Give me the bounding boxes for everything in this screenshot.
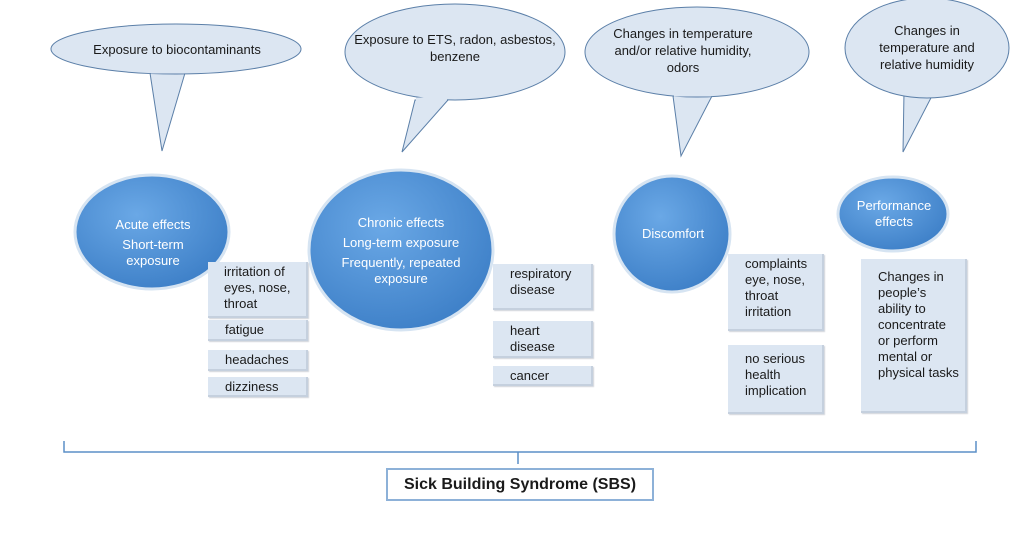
effect-chronic-title: Chronic effects <box>357 215 445 230</box>
trigger-bubble-4 <box>844 0 1010 153</box>
effect-acute-title: Acute effects <box>115 217 191 232</box>
trigger-bubble-1 <box>50 23 302 152</box>
symptom-box-discomfort-1: complaints eye, nose, throat irritation <box>728 254 824 331</box>
symptom-box-chronic-1: respiratory disease <box>493 264 593 310</box>
effect-chronic-sub2: Frequently, repeated exposure <box>341 255 461 286</box>
symptom-box-chronic-3: cancer <box>493 366 593 386</box>
trigger-bubble-3 <box>584 6 810 158</box>
effect-circle-chronic <box>307 168 495 332</box>
effect-circle-discomfort <box>612 174 732 294</box>
effect-circle-acute <box>73 173 231 291</box>
symptom-box-acute-2: fatigue <box>208 320 308 341</box>
symptom-box-acute-4: dizziness <box>208 377 308 397</box>
symptom-box-acute-3: headaches <box>208 350 308 371</box>
effect-acute-sub: Short-term exposure <box>122 237 184 268</box>
effect-circle-performance <box>836 175 950 253</box>
symptom-box-acute-1: irritation of eyes, nose, throat <box>208 262 308 318</box>
symptom-box-performance-1: Changes in people’s ability to concentra… <box>861 259 967 413</box>
trigger-text-3: Changes in temperature and/or relative h… <box>613 25 753 75</box>
trigger-text-4: Changes in temperature and relative humi… <box>879 22 975 72</box>
trigger-text-2: Exposure to ETS, radon, asbestos, benzen… <box>354 32 556 64</box>
effect-label-discomfort: Discomfort <box>618 220 728 248</box>
trigger-text-1: Exposure to biocontaminants <box>93 41 261 57</box>
effect-performance-title: Performance effects <box>856 198 932 229</box>
symptom-box-discomfort-2: no serious health implication <box>728 345 824 414</box>
effect-label-acute: Acute effects Short-term exposure <box>95 210 211 276</box>
symptom-box-chronic-2: heart disease <box>493 321 593 358</box>
trigger-bubble-2 <box>344 3 566 153</box>
sbs-bracket <box>63 441 977 464</box>
effect-label-chronic: Chronic effects Long-term exposure Frequ… <box>328 206 474 296</box>
effect-discomfort-title: Discomfort <box>641 226 705 241</box>
sbs-label: Sick Building Syndrome (SBS) <box>386 468 654 501</box>
effect-chronic-sub1: Long-term exposure <box>342 235 460 250</box>
effect-label-performance: Performance effects <box>846 194 942 234</box>
